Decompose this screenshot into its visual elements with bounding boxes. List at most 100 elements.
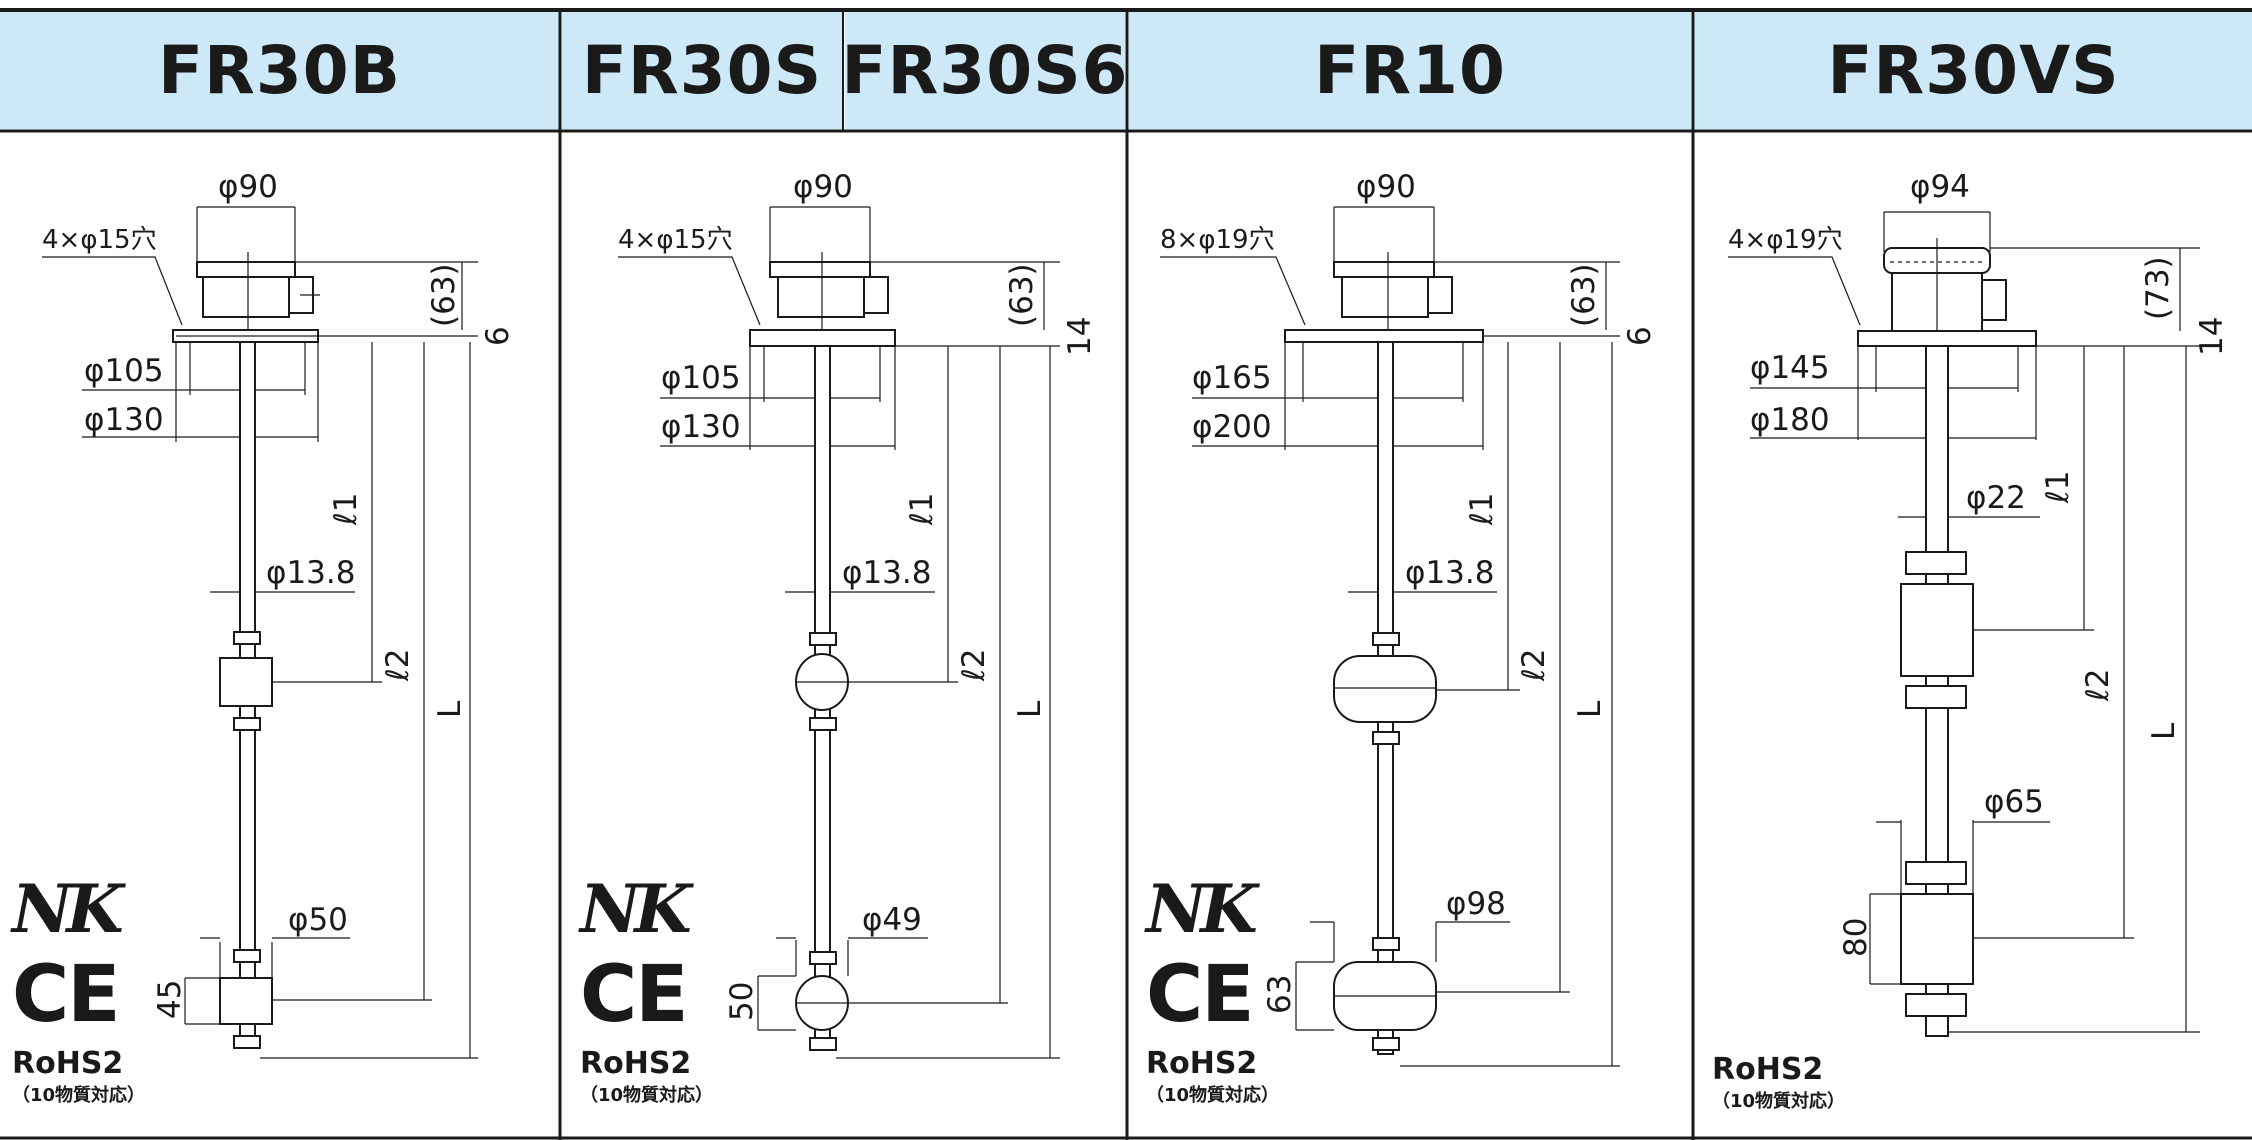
dim-flange-diameter: φ200 xyxy=(1192,409,1272,445)
dim-rod: φ22 xyxy=(1966,480,2026,516)
dim-l2: ℓ2 xyxy=(380,648,416,682)
drawing-stroke xyxy=(219,657,273,707)
drawing-stroke xyxy=(1905,861,1967,885)
drawing-stroke xyxy=(233,717,261,731)
drawing-stroke xyxy=(1372,937,1400,951)
drawing-stroke xyxy=(219,977,273,1025)
dim-float-height: 63 xyxy=(1262,975,1298,1014)
dim-float-diameter: φ50 xyxy=(288,902,348,938)
dim-flange-thickness: 6 xyxy=(1622,326,1658,346)
drawing-stroke xyxy=(196,261,296,278)
dim-L: L xyxy=(1572,700,1608,718)
ce-mark: CE xyxy=(580,950,689,1040)
drawing-stroke xyxy=(1900,583,1974,677)
drawing-stroke xyxy=(1333,655,1437,723)
dim-l2: ℓ2 xyxy=(2080,668,2116,702)
drawing-stroke xyxy=(777,276,865,318)
frame xyxy=(0,8,2252,1140)
dim-l2: ℓ2 xyxy=(956,648,992,682)
drawing-stroke xyxy=(1905,551,1967,575)
dim-rod: φ13.8 xyxy=(1405,555,1494,591)
drawing-stroke xyxy=(233,631,261,645)
nk-logo: NK xyxy=(12,870,124,948)
header-fr30b: FR30B xyxy=(0,11,559,129)
drawing-stroke xyxy=(1905,993,1967,1017)
dim-float-height: 50 xyxy=(724,982,760,1021)
drawing-fr30vs: φ94 4×φ19穴 (73) 14 φ145 φ180 φ2 xyxy=(1728,169,2230,1037)
drawing-stroke xyxy=(1284,329,1484,343)
dim-L: L xyxy=(2146,722,2182,740)
rohs-label: RoHS2 xyxy=(12,1046,124,1081)
dim-pcd: φ165 xyxy=(1192,360,1272,396)
dim-rod: φ13.8 xyxy=(266,555,355,591)
dim-top-diameter: φ90 xyxy=(1356,169,1416,205)
drawing-stroke xyxy=(1905,685,1967,709)
holes-label: 8×φ19穴 xyxy=(1160,225,1275,255)
dim-float-height: 80 xyxy=(1838,918,1874,957)
drawing-stroke xyxy=(1372,731,1400,745)
dim-float-diameter: φ98 xyxy=(1446,886,1506,922)
cert-block-fr30b: NK CE RoHS2 （10物質対応） xyxy=(12,870,145,1107)
drawing-stroke xyxy=(863,276,889,314)
dim-float-height: 45 xyxy=(152,980,188,1019)
drawing-stroke xyxy=(202,276,290,318)
drawing-stroke xyxy=(1160,256,1306,326)
cert-block-fr30s: NK CE RoHS2 （10物質対応） xyxy=(580,870,713,1107)
dim-l1: ℓ1 xyxy=(328,492,364,526)
rohs-note: （10物質対応） xyxy=(1712,1091,1846,1112)
holes-label: 4×φ15穴 xyxy=(42,225,157,255)
nk-logo: NK xyxy=(1146,870,1258,948)
cert-block-fr10: NK CE RoHS2 （10物質対応） xyxy=(1146,870,1279,1107)
dim-pcd: φ105 xyxy=(84,353,164,389)
dim-flange-diameter: φ180 xyxy=(1750,402,1830,438)
drawing-stroke xyxy=(809,717,837,731)
ce-mark: CE xyxy=(12,950,121,1040)
dim-top-height: (73) xyxy=(2140,256,2176,320)
drawing-stroke xyxy=(1333,261,1435,278)
drawing-stroke xyxy=(1372,1037,1400,1051)
drawing-stroke xyxy=(1981,279,2007,321)
dim-top-height: (63) xyxy=(1004,263,1040,327)
drawing-stroke xyxy=(618,256,761,326)
nk-logo: NK xyxy=(580,870,692,948)
drawing-stroke xyxy=(1372,632,1400,646)
dim-l1: ℓ1 xyxy=(2040,470,2076,504)
rohs-label: RoHS2 xyxy=(1146,1046,1258,1081)
dim-pcd: φ145 xyxy=(1750,350,1830,386)
dim-flange-diameter: φ130 xyxy=(84,402,164,438)
dim-top-height: (63) xyxy=(426,263,462,327)
rohs-label: RoHS2 xyxy=(580,1046,692,1081)
drawing-stroke xyxy=(769,261,871,278)
rohs-note: （10物質対応） xyxy=(12,1085,146,1106)
dim-flange-thickness: 14 xyxy=(1062,317,1098,356)
drawing-stroke xyxy=(809,632,837,646)
cert-block-fr30vs: RoHS2 （10物質対応） xyxy=(1712,1052,1845,1113)
drawing-stroke xyxy=(1427,276,1453,314)
header-fr30s6: FR30S6 xyxy=(841,11,1128,129)
rohs-label: RoHS2 xyxy=(1712,1052,1824,1087)
holes-label: 4×φ19穴 xyxy=(1728,225,1843,255)
dim-l1: ℓ1 xyxy=(904,492,940,526)
ce-mark: CE xyxy=(1146,950,1255,1040)
dim-l2: ℓ2 xyxy=(1516,648,1552,682)
dim-top-diameter: φ90 xyxy=(793,169,853,205)
dim-pcd: φ105 xyxy=(661,360,741,396)
drawing-stroke xyxy=(1728,256,1861,326)
dim-flange-thickness: 14 xyxy=(2194,317,2230,356)
dim-L: L xyxy=(432,700,468,718)
dim-flange-diameter: φ130 xyxy=(661,409,741,445)
rohs-note: （10物質対応） xyxy=(1146,1085,1280,1106)
dim-flange-thickness: 6 xyxy=(480,326,516,346)
dim-l1: ℓ1 xyxy=(1464,492,1500,526)
drawing-fr30b: φ90 4×φ15穴 (63) 6 φ105 xyxy=(42,169,516,1059)
drawing-stroke xyxy=(42,256,183,326)
drawing-stroke xyxy=(749,329,896,347)
drawing-stroke xyxy=(1857,330,2037,347)
drawing-stroke xyxy=(233,949,261,963)
rohs-note: （10物質対応） xyxy=(580,1085,714,1106)
drawing-stroke xyxy=(809,951,837,965)
drawing-stroke xyxy=(233,1035,261,1049)
dim-L: L xyxy=(1012,700,1048,718)
drawing-stroke xyxy=(1341,276,1429,318)
